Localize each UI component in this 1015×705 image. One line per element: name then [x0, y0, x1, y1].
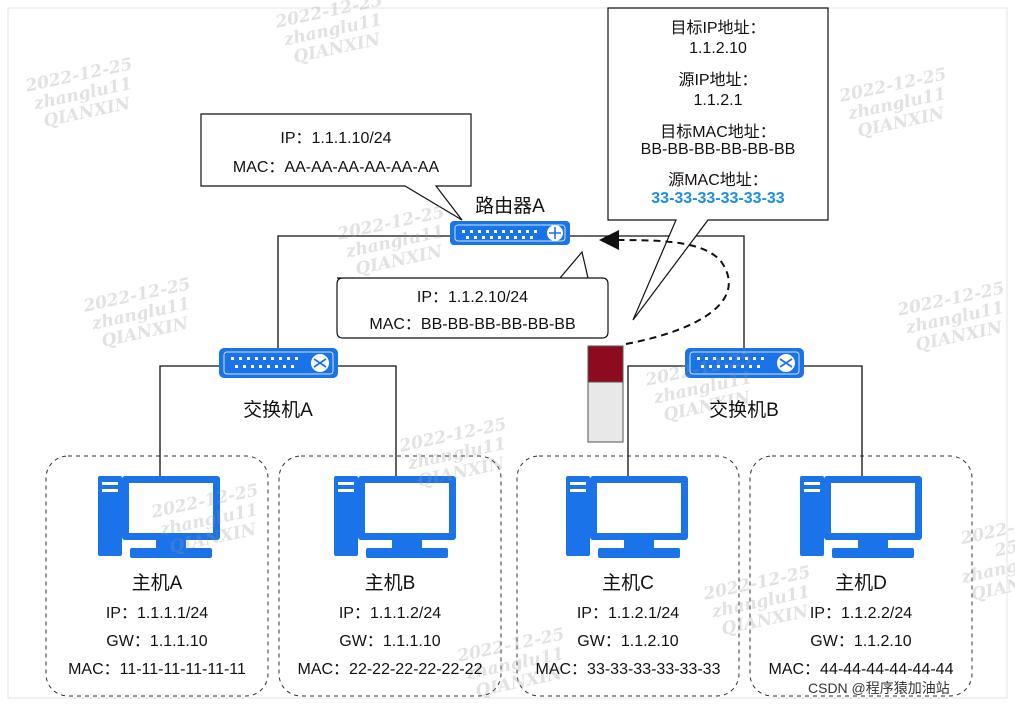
- link-switch-b-host-d: [802, 365, 863, 478]
- packet-src-mac-value: 33-33-33-33-33-33: [651, 190, 785, 207]
- host-a-mac: MAC：11-11-11-11-11-11: [68, 661, 246, 678]
- packet-src-ip-label: 源IP地址：: [678, 72, 758, 89]
- computer-c-icon: [566, 476, 688, 558]
- link-switch-a-host-a: [159, 365, 222, 478]
- host-a-ip: IP：1.1.1.1/24: [105, 605, 209, 622]
- link-switch-b-host-c: [627, 365, 688, 478]
- router-right-mac: MAC：BB-BB-BB-BB-BB-BB: [369, 316, 576, 333]
- host-a-gw: GW：1.1.1.10: [106, 633, 208, 650]
- outer-frame: [7, 7, 1008, 699]
- host-c-gw: GW：1.1.2.10: [577, 633, 679, 650]
- packet-flow-arrow: [599, 230, 730, 345]
- router-right-ip: IP：1.1.2.10/24: [416, 289, 529, 306]
- computer-d-icon: [800, 476, 922, 558]
- callout-router-left: [200, 113, 472, 221]
- switch-b-label: 交换机B: [709, 400, 779, 421]
- host-group-d-box: [749, 455, 973, 697]
- packet-src-mac-label: 源MAC地址：: [668, 172, 768, 189]
- packet-dst-mac-value: BB-BB-BB-BB-BB-BB: [640, 141, 796, 158]
- link-router-switch-b: [570, 235, 745, 348]
- host-c-mac: MAC：33-33-33-33-33-33: [535, 661, 721, 678]
- packet-dst-ip-label: 目标IP地址：: [670, 20, 766, 37]
- host-b-name: 主机B: [364, 573, 416, 594]
- packet-dst-mac-label: 目标MAC地址：: [660, 124, 776, 141]
- switch-a-icon: [219, 348, 338, 378]
- host-c-name: 主机C: [602, 573, 654, 594]
- host-group-a-box: [45, 455, 269, 697]
- host-d-name: 主机D: [835, 573, 887, 594]
- packet-src-ip-value: 1.1.2.1: [693, 92, 743, 109]
- host-group-b-box: [278, 455, 502, 697]
- packet-header-block: [587, 345, 624, 383]
- router-left-mac: MAC：AA-AA-AA-AA-AA-AA: [232, 159, 440, 176]
- host-d-ip: IP：1.1.2.2/24: [809, 605, 913, 622]
- host-c-ip: IP：1.1.2.1/24: [576, 605, 680, 622]
- router-left-ip: IP：1.1.1.10/24: [280, 130, 392, 147]
- switch-b-icon: [685, 348, 804, 378]
- host-b-mac: MAC：22-22-22-22-22-22: [297, 661, 483, 678]
- link-switch-a-host-b: [336, 365, 397, 478]
- callout-router-right: [336, 250, 609, 339]
- computer-b-icon: [334, 476, 456, 558]
- host-a-name: 主机A: [131, 573, 183, 594]
- link-router-switch-a: [277, 235, 460, 348]
- host-d-gw: GW：1.1.2.10: [810, 633, 912, 650]
- host-b-ip: IP：1.1.1.2/24: [338, 605, 442, 622]
- router-icon: [450, 221, 570, 245]
- footer-credit: CSDN @程序猿加油站: [808, 680, 950, 696]
- computer-a-icon: [98, 476, 220, 558]
- host-d-mac: MAC：44-44-44-44-44-44: [768, 661, 954, 678]
- router-label: 路由器A: [475, 196, 545, 217]
- packet-body-block: [587, 381, 624, 443]
- callout-packet-info: [607, 7, 829, 321]
- packet-dst-ip-value: 1.1.2.10: [689, 40, 747, 57]
- switch-a-label: 交换机A: [243, 400, 313, 421]
- host-b-gw: GW：1.1.1.10: [339, 633, 441, 650]
